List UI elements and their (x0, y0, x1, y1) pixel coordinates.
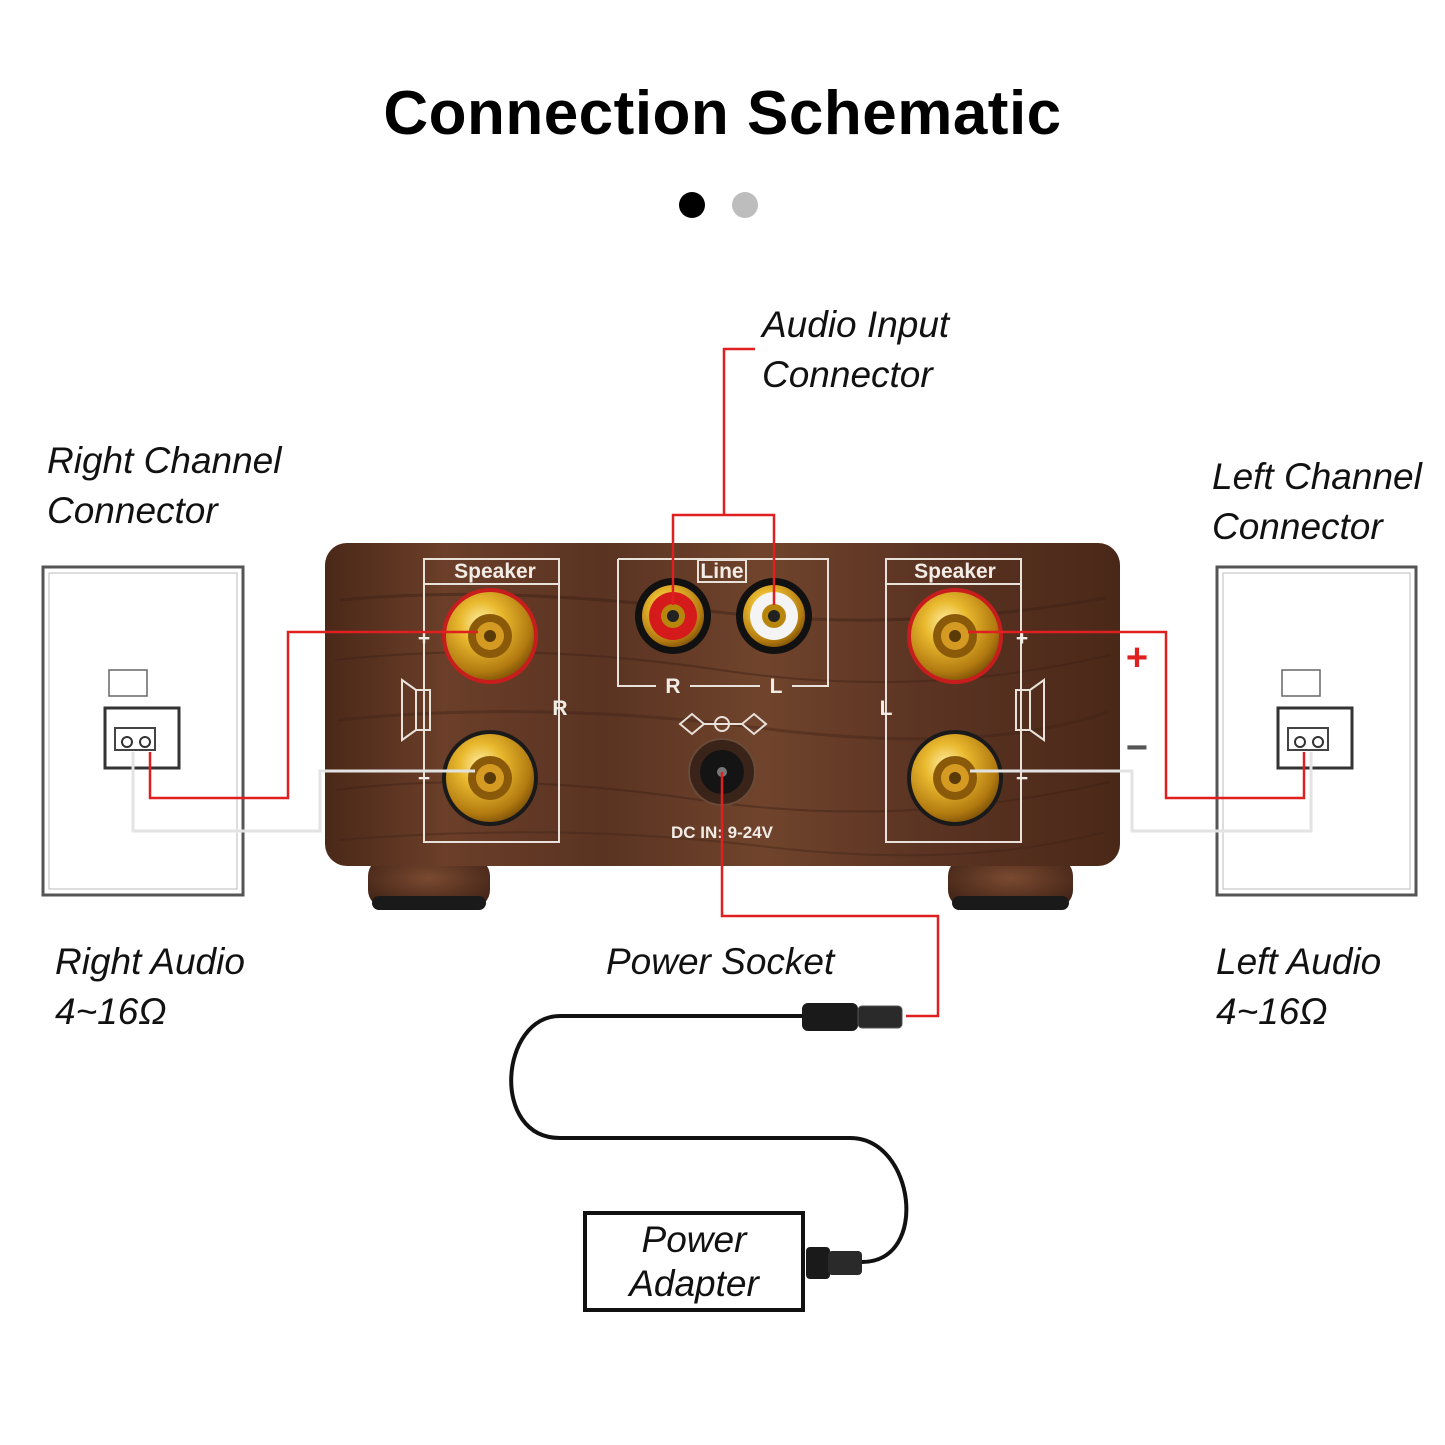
right-plus-mark: + (418, 627, 430, 650)
line-r-label: R (665, 675, 680, 698)
power-cable (509, 1003, 909, 1279)
right-speaker-box (41, 565, 245, 897)
binding-post-right-plus (442, 588, 538, 684)
binding-post-right-minus (442, 730, 538, 826)
line-l-label: L (770, 675, 783, 698)
binding-post-left-plus (907, 588, 1003, 684)
speaker-right-panel-label: Speaker (454, 560, 536, 583)
panel-outlines (401, 558, 1045, 843)
pagination-dot-2[interactable] (732, 192, 758, 218)
side-r-label: R (552, 697, 567, 720)
polarity-minus: − (1126, 727, 1148, 769)
negative-wires (131, 752, 1313, 833)
pagination-dot-1[interactable] (679, 192, 705, 218)
right-channel-label: Right Channel Connector (47, 440, 282, 531)
polarity-plus: + (1126, 637, 1148, 679)
rca-jack-r (635, 578, 711, 654)
amplifier-feet (368, 858, 1073, 910)
signal-wires (148, 347, 1306, 1018)
left-minus-mark: − (1016, 767, 1028, 790)
power-socket-label: Power Socket (606, 941, 835, 982)
left-speaker-box (1215, 565, 1418, 897)
binding-post-left-minus (907, 730, 1003, 826)
panel-labels: Speaker Speaker Line R L R L + − + − DC … (418, 560, 1028, 842)
line-panel-label: Line (700, 560, 743, 583)
power-adapter-label: Power Adapter (629, 1219, 759, 1304)
left-audio-label: Left Audio 4~16Ω (1216, 941, 1382, 1032)
right-audio-label: Right Audio 4~16Ω (55, 941, 245, 1032)
right-minus-mark: − (418, 767, 430, 790)
left-plus-mark: + (1016, 627, 1028, 650)
audio-input-label: Audio Input Connector (762, 304, 950, 395)
page-title: Connection Schematic (383, 79, 1062, 148)
side-l-label: L (880, 697, 893, 720)
speaker-left-panel-label: Speaker (914, 560, 996, 583)
left-channel-label: Left Channel Connector (1212, 456, 1422, 547)
power-adapter-box (583, 1211, 805, 1312)
rca-jack-l (736, 578, 812, 654)
